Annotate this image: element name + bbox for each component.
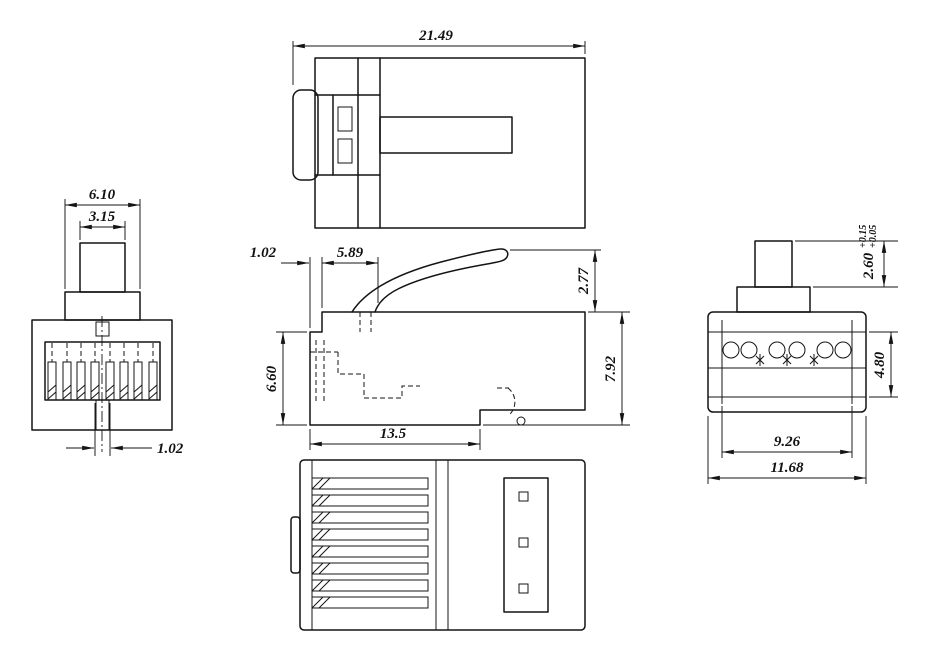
dim-latch-tab-width: 3.15 xyxy=(79,209,126,240)
dim-latch-rise: 2.77 xyxy=(510,249,630,313)
dim-front-lip: 1.02 xyxy=(250,245,323,328)
dim-contact-pitch: 1.02 xyxy=(66,403,184,457)
bottom-contact-bar xyxy=(311,511,429,524)
dim-inner-width-label: 9.26 xyxy=(774,434,801,450)
front-view: 6.10 3.15 1.02 xyxy=(31,187,184,457)
bottom-contact-bar xyxy=(311,562,429,575)
dim-inner-width: 9.26 xyxy=(721,406,853,458)
side-dimple xyxy=(516,416,526,426)
dim-overall-length: 21.49 xyxy=(292,28,586,85)
dim-body-height-label: 7.92 xyxy=(603,355,619,382)
rear-wire-hole xyxy=(788,341,806,359)
side-body xyxy=(309,311,586,426)
top-view-latch-housing xyxy=(292,89,319,181)
front-latch-tab xyxy=(79,242,126,293)
dim-body-length: 13.5 xyxy=(309,426,481,450)
bottom-window-notch xyxy=(518,491,529,502)
contact-slot xyxy=(105,342,115,401)
dim-tab-thickness-label: 2.60 xyxy=(861,252,877,280)
dim-tab-tol-upper-label: +0.15 xyxy=(858,225,869,248)
top-view-body xyxy=(314,57,586,229)
rear-step xyxy=(736,286,811,313)
rear-wire-hole xyxy=(722,341,740,359)
bottom-view xyxy=(290,459,586,631)
side-internal-cavity xyxy=(337,352,420,399)
dim-body-length-label: 13.5 xyxy=(380,426,407,442)
dim-tab-tol-lower-label: +0.05 xyxy=(868,225,879,248)
rear-mark xyxy=(782,354,792,366)
dim-overall-width-label: 11.68 xyxy=(771,460,804,476)
contact-slot xyxy=(76,342,86,401)
dim-tab-thickness: 2.60 +0.15 +0.05 xyxy=(795,225,898,288)
bottom-window xyxy=(503,477,549,613)
side-view: 1.02 5.89 2.77 7.92 6.60 13.5 xyxy=(250,245,630,450)
rear-view: 2.60 +0.15 +0.05 4.80 9.26 11.68 xyxy=(707,225,898,484)
side-latch-lever xyxy=(351,248,509,313)
dim-cavity-height: 4.80 xyxy=(869,331,898,398)
rear-latch-tab xyxy=(754,240,793,288)
dim-latch-offset-label: 5.89 xyxy=(337,245,364,261)
dim-front-height: 6.60 xyxy=(264,331,307,426)
bottom-body xyxy=(299,459,586,631)
dim-front-step-width: 6.10 xyxy=(64,187,141,289)
rear-wire-hole xyxy=(740,341,758,359)
bottom-window-notch xyxy=(518,583,529,594)
top-view: 21.49 xyxy=(292,28,586,229)
dim-front-lip-label: 1.02 xyxy=(250,245,277,261)
top-view-latch-arm xyxy=(379,116,513,154)
rear-wire-hole xyxy=(816,341,834,359)
bottom-window-notch xyxy=(518,537,529,548)
bottom-contact-bar xyxy=(311,494,429,507)
contact-slot xyxy=(90,342,100,401)
bottom-contact-bar xyxy=(311,596,429,609)
front-contact-block xyxy=(44,341,161,401)
contact-slot xyxy=(119,342,129,401)
contact-slot xyxy=(62,342,72,401)
rear-mark xyxy=(755,354,765,366)
bottom-contact-bar xyxy=(311,545,429,558)
dim-cavity-height-label: 4.80 xyxy=(872,351,888,379)
bottom-contact-bar xyxy=(311,528,429,541)
dim-overall-length-label: 21.49 xyxy=(418,28,453,44)
contact-slot xyxy=(133,342,143,401)
dim-latch-offset: 5.89 xyxy=(322,245,379,303)
bottom-contact-bar xyxy=(311,477,429,490)
rear-mark xyxy=(809,354,819,366)
dim-overall-width: 11.68 xyxy=(707,416,867,484)
bottom-left-boss xyxy=(290,516,301,574)
dim-body-height: 7.92 xyxy=(483,312,630,426)
dim-front-step-width-label: 6.10 xyxy=(89,187,116,203)
contact-slot xyxy=(47,342,57,401)
contact-slot xyxy=(148,342,158,401)
dim-front-height-label: 6.60 xyxy=(264,365,280,392)
dim-latch-rise-label: 2.77 xyxy=(576,267,592,295)
front-step xyxy=(64,291,141,321)
rear-body xyxy=(707,311,867,413)
dim-contact-pitch-label: 1.02 xyxy=(157,441,184,457)
rear-wire-hole xyxy=(834,341,852,359)
rear-wire-hole xyxy=(768,341,786,359)
dim-latch-tab-width-label: 3.15 xyxy=(88,209,116,225)
bottom-contact-bar xyxy=(311,579,429,592)
